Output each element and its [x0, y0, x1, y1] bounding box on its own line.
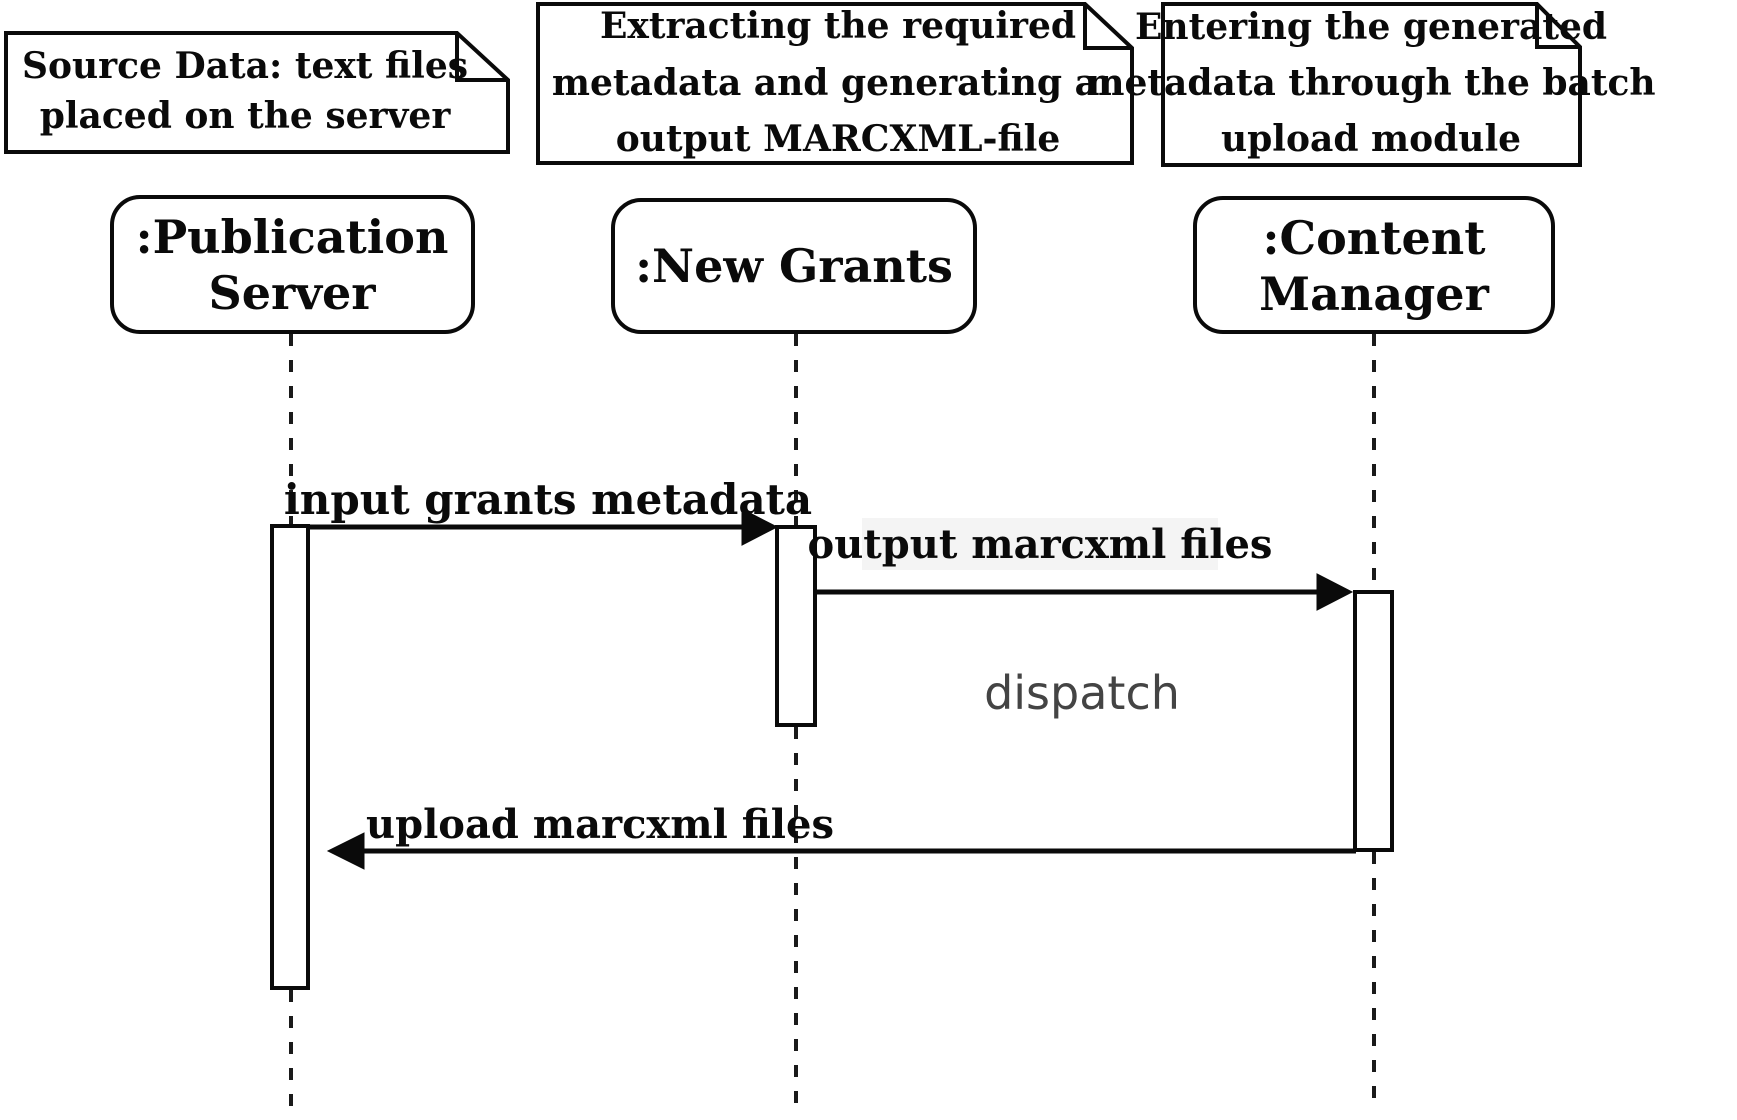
note-dogear-icon [1535, 4, 1580, 49]
lifeline-content-manager: :Content Manager [1193, 196, 1555, 334]
message-output-marcxml-files: output marcxml files [808, 518, 1354, 611]
note-dogear-icon [1083, 4, 1132, 50]
label-highlight [862, 518, 1218, 570]
message-output-label: output marcxml files [808, 521, 1273, 568]
note-entering: Entering the generated metadata through … [1086, 2, 1656, 167]
note-dogear-icon [455, 33, 508, 82]
note-source-data: Source Data: text files placed on the se… [4, 31, 510, 154]
lifeline-head-box [110, 195, 475, 334]
note-entering-line-1: Entering the generated [1135, 6, 1607, 48]
note-body [536, 2, 1134, 165]
note-extracting-line-2: metadata and generating an [552, 62, 1124, 104]
arrowhead-left-icon [326, 832, 365, 870]
activation-bar-content-manager [1353, 590, 1394, 852]
note-entering-line-3: upload module [1221, 118, 1521, 160]
note-entering-line-2: metadata through the batch [1086, 62, 1655, 104]
content-manager-label-line-2: Manager [1259, 267, 1489, 321]
note-source-data-line-1: Source Data: text files [22, 45, 468, 87]
activation-bar-new-grants [775, 525, 817, 727]
new-grants-label: :New Grants [635, 239, 953, 293]
lifeline-publication-server: :Publication Server [110, 195, 475, 334]
message-upload-marcxml-files: upload marcxml files [326, 801, 1356, 870]
publication-server-label-line-2: Server [209, 266, 377, 320]
note-extracting: Extracting the required metadata and gen… [536, 2, 1134, 165]
message-upload-label: upload marcxml files [366, 801, 834, 848]
content-manager-label-line-1: :Content [1263, 211, 1487, 265]
message-input-label: input grants metadata [284, 475, 812, 524]
note-body [4, 31, 510, 154]
activation-bar-publication-server [270, 524, 310, 990]
note-source-data-line-2: placed on the server [40, 95, 452, 137]
lifeline-new-grants: :New Grants [611, 198, 977, 334]
publication-server-label-line-1: :Publication [136, 210, 449, 264]
note-extracting-line-3: output MARCXML-file [616, 118, 1060, 160]
note-body [1161, 2, 1582, 167]
arrowhead-right-icon [741, 508, 779, 546]
dispatch-annotation: dispatch [984, 666, 1180, 720]
lifeline-head-box [611, 198, 977, 334]
note-extracting-line-1: Extracting the required [600, 5, 1076, 47]
arrowhead-right-icon [1316, 573, 1354, 611]
lifeline-head-box [1193, 196, 1555, 334]
message-input-grants-metadata: input grants metadata [284, 475, 812, 546]
